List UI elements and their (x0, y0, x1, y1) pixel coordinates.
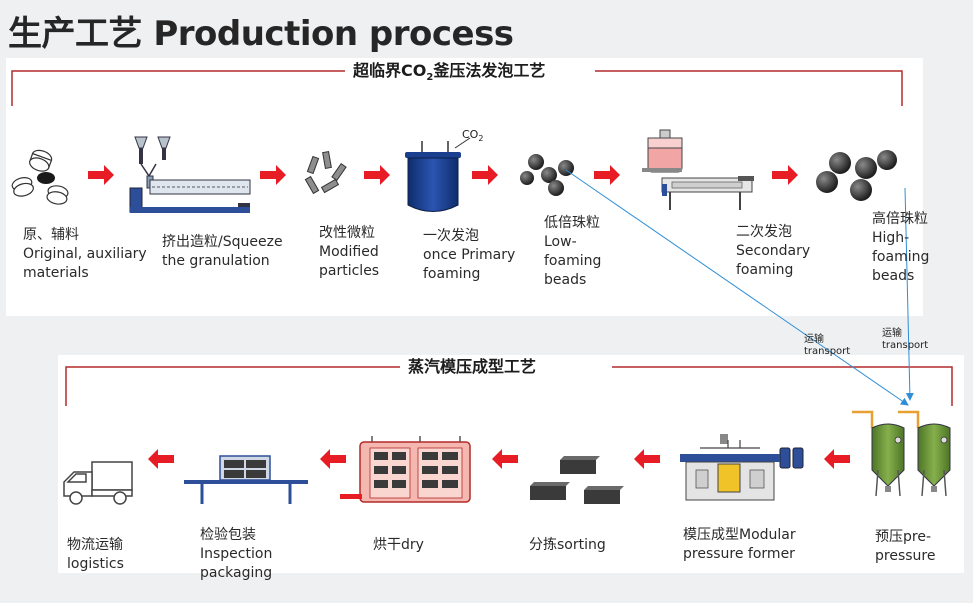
section2-label: 蒸汽模压成型工艺 (400, 356, 545, 378)
transport-lines (565, 169, 914, 406)
flow-arrow (824, 449, 850, 469)
vessel-gas-label: CO2 (462, 128, 484, 144)
flow-arrow (88, 165, 114, 185)
transport-line-low (565, 169, 909, 406)
step-caption-pre-pressure: 预压pre- pressure (875, 529, 936, 564)
pressure-vessel-icon (405, 137, 471, 212)
flow-arrow (634, 449, 660, 469)
transport-line-high (904, 187, 914, 401)
step-caption-inspection-packaging: 检验包装 Inspection packaging (200, 527, 273, 581)
flow-arrow (492, 449, 518, 469)
secondary-foaming-machine-icon (642, 129, 754, 210)
step-caption-primary-foaming: 一次发泡 once Primary foaming (423, 228, 516, 282)
flow-arrow (320, 449, 346, 469)
inspection-conveyor-icon (184, 455, 308, 504)
low-foaming-beads-icon (520, 154, 574, 196)
step-caption-low-foaming-beads: 低倍珠粒 Low- foaming beads (544, 215, 602, 288)
step-caption-molding: 模压成型Modular pressure former (683, 527, 796, 562)
sorting-blocks-icon (530, 456, 624, 504)
logistics-truck-icon (63, 461, 133, 505)
section1-label: 超临界CO2釜压法发泡工艺 (345, 60, 554, 90)
high-foaming-beads-icon (816, 150, 897, 201)
step-caption-logistics: 物流运输 logistics (67, 537, 124, 572)
drying-oven-icon (340, 436, 471, 503)
flow-arrow (364, 165, 390, 185)
step-caption-raw-materials: 原、辅料 Original, auxiliary materials (23, 227, 147, 281)
flow-arrows-bottom (148, 449, 850, 469)
transport-label-2: 运输 transport (882, 328, 929, 351)
flow-arrows-top (88, 165, 798, 185)
section2-bracket (65, 366, 953, 406)
flow-arrow (472, 165, 498, 185)
step-caption-modified-particles: 改性微粒 Modified particles (319, 225, 380, 279)
flow-arrow (260, 165, 286, 185)
band-molding (58, 355, 964, 573)
flow-arrow (772, 165, 798, 185)
molding-machine-icon (680, 434, 804, 501)
flow-arrow (594, 165, 620, 185)
step-caption-sorting: 分拣sorting (529, 537, 606, 553)
modified-particles-icon (304, 151, 347, 195)
step-caption-secondary-foaming: 二次发泡 Secondary foaming (736, 224, 811, 278)
raw-materials-icon (11, 149, 69, 205)
transport-label-1: 运输 transport (804, 334, 851, 357)
extruder-icon (129, 136, 251, 213)
pre-pressure-tanks-icon (852, 410, 951, 497)
step-caption-drying: 烘干dry (373, 537, 424, 553)
step-caption-high-foaming-beads: 高倍珠粒 High- foaming beads (872, 211, 930, 284)
step-caption-extrusion: 挤出造粒/Squeeze the granulation (162, 234, 283, 269)
page-title: 生产工艺 Production process (8, 14, 514, 54)
section1-bracket (11, 70, 903, 106)
flow-arrow (148, 449, 174, 469)
